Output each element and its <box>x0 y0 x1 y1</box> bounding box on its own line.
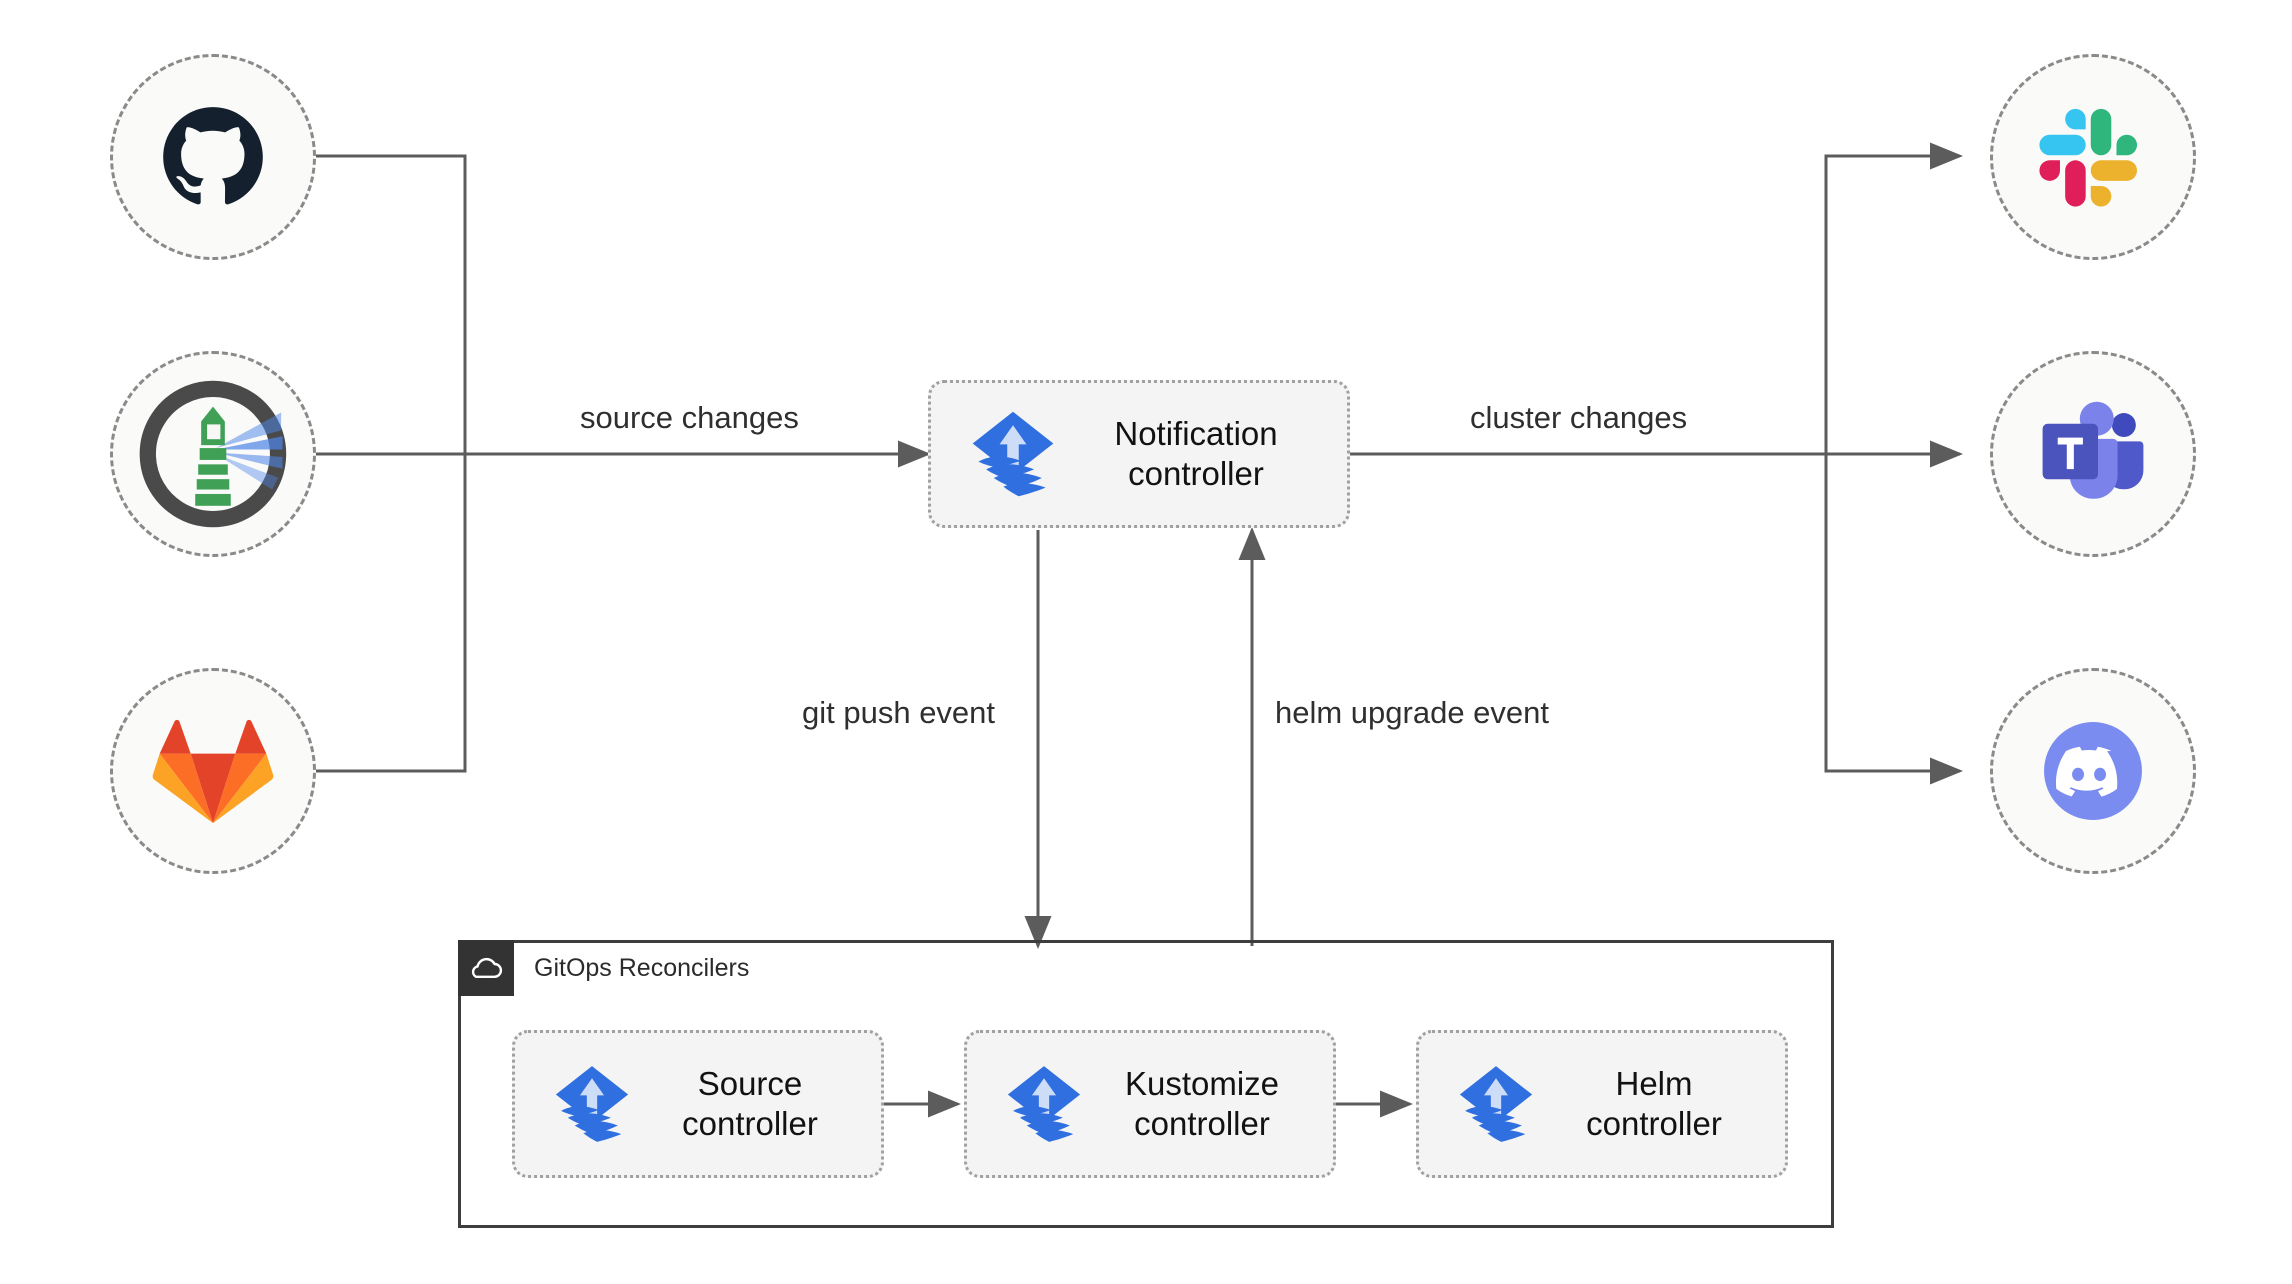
edge-sources-to-notification <box>213 154 931 773</box>
helm-controller-node[interactable]: Helm controller <box>1416 1030 1788 1178</box>
slack-icon <box>2034 98 2152 216</box>
gitops-reconcilers-container <box>458 940 1834 1228</box>
gitlab-icon <box>151 709 275 833</box>
ms-teams-icon <box>2030 391 2156 517</box>
notification-controller-node[interactable]: Notification controller <box>928 380 1350 528</box>
github-icon <box>160 104 266 210</box>
destination-node-slack[interactable] <box>1990 54 2196 260</box>
edge-label-source-changes: source changes <box>572 400 807 436</box>
notification-controller-label: Notification controller <box>1114 414 1278 492</box>
gitops-reconcilers-title: GitOps Reconcilers <box>534 953 750 982</box>
helm-controller-label: Helm controller <box>1586 1064 1722 1142</box>
discord-icon <box>2025 703 2161 839</box>
destination-node-teams[interactable] <box>1990 351 2196 557</box>
kustomize-controller-node[interactable]: Kustomize controller <box>964 1030 1336 1178</box>
gitops-reconcilers-header: GitOps Reconcilers <box>458 940 749 996</box>
source-controller-label: Source controller <box>682 1064 818 1142</box>
edge-label-git-push-event: git push event <box>794 695 1004 731</box>
flux-icon <box>549 1061 635 1147</box>
edge-label-helm-upgrade-event: helm upgrade event <box>1267 695 1558 731</box>
edge-notification-to-destinations <box>1350 142 1963 785</box>
edge-label-cluster-changes: cluster changes <box>1462 400 1696 436</box>
source-node-github[interactable] <box>110 54 316 260</box>
flux-icon <box>1001 1061 1087 1147</box>
source-node-gitlab[interactable] <box>110 668 316 874</box>
cloud-badge <box>458 940 514 996</box>
destination-node-discord[interactable] <box>1990 668 2196 874</box>
kustomize-controller-label: Kustomize controller <box>1124 1064 1280 1142</box>
lighthouse-icon <box>139 380 287 528</box>
cloud-icon <box>466 954 506 982</box>
source-node-oci[interactable] <box>110 351 316 557</box>
source-controller-node[interactable]: Source controller <box>512 1030 884 1178</box>
flux-icon <box>1453 1061 1539 1147</box>
flux-icon <box>965 406 1061 502</box>
